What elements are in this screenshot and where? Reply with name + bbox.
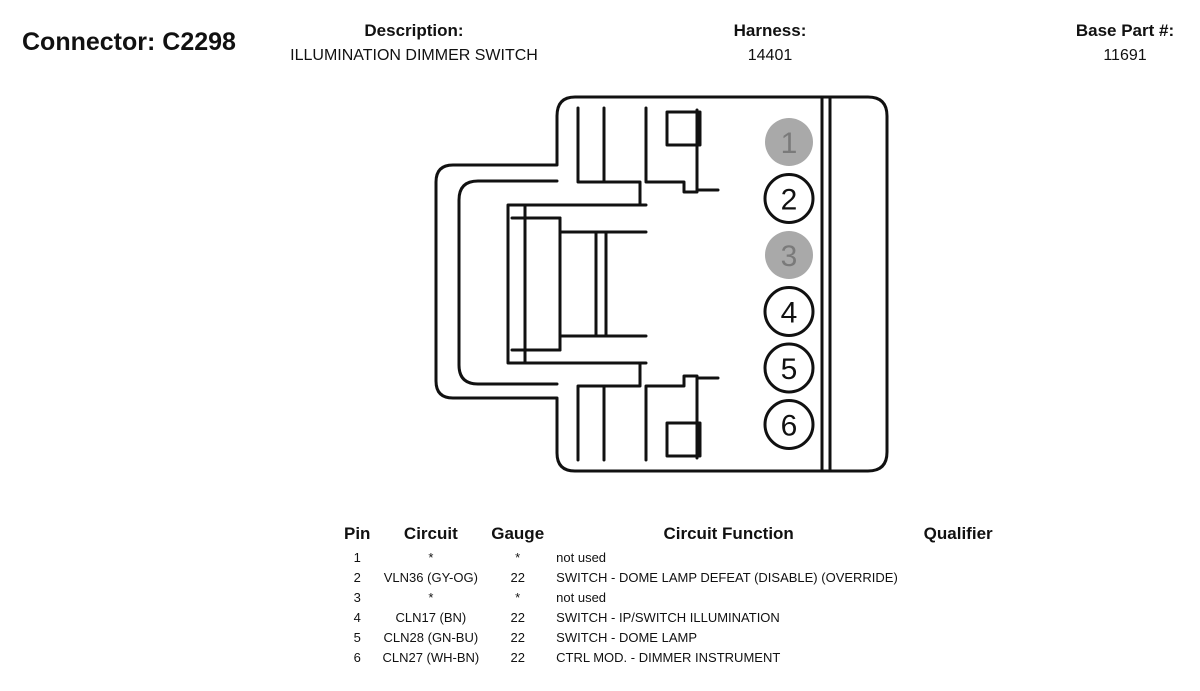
cell-pin: 1 [353,550,361,565]
header-circuit-function: Circuit Function [663,524,794,543]
table-row: 4 CLN17 (BN) 22 SWITCH - IP/SWITCH ILLUM… [338,608,1009,628]
pin-cavity-6 [763,399,815,450]
cell-gauge: * [515,590,521,605]
base-part-label: Base Part #: [1075,21,1175,40]
pinout-table: Pin Circuit Gauge Circuit Function Quali… [338,522,1009,668]
cell-circuit: CLN17 (BN) [395,610,467,625]
table-row: 2 VLN36 (GY-OG) 22 SWITCH - DOME LAMP DE… [338,568,1009,588]
cell-qualifier [907,548,1009,568]
pin-cavities: 1 2 3 4 5 6 [763,118,815,450]
table-row: 5 CLN28 (GN-BU) 22 SWITCH - DOME LAMP [338,628,1009,648]
pin-number-1: 1 [781,127,798,160]
pin-cavity-4 [763,286,815,337]
header-qualifier: Qualifier [923,524,993,543]
cell-function: SWITCH - IP/SWITCH ILLUMINATION [556,610,780,625]
pin-number-3: 3 [781,240,798,273]
cell-qualifier [907,568,1009,588]
cell-function: SWITCH - DOME LAMP [556,630,697,645]
housing-outline [434,95,889,473]
harness-value: 14401 [747,47,793,64]
cell-gauge: * [515,550,521,565]
pin-cavity-5 [763,342,815,394]
cell-function: CTRL MOD. - DIMMER INSTRUMENT [556,650,781,665]
table-row: 6 CLN27 (WH-BN) 22 CTRL MOD. - DIMMER IN… [338,648,1009,668]
pin-cavity-3 [765,231,813,279]
header-gauge: Gauge [491,524,545,543]
cell-function: not used [556,550,607,565]
latch-loop [457,179,559,386]
table-row: 3 * * not used [338,588,1009,608]
base-part-block: Base Part #: 11691 [1060,20,1190,67]
cell-pin: 2 [353,570,361,585]
cell-gauge: 22 [510,630,525,645]
cell-qualifier [907,588,1009,608]
pin-cavity-1 [765,118,813,166]
top-lock-tab [665,110,702,147]
cell-gauge: 22 [510,610,525,625]
table-header-row: Pin Circuit Gauge Circuit Function Quali… [338,522,1009,548]
header-pin: Pin [344,524,371,543]
cell-gauge: 22 [510,570,525,585]
description-label: Description: [364,21,464,40]
cell-circuit: * [428,550,434,565]
cell-pin: 4 [353,610,361,625]
table-row: 1 * * not used [338,548,1009,568]
latch-body [506,203,648,365]
pin-number-6: 6 [781,410,798,443]
cell-circuit: * [428,590,434,605]
cell-circuit: CLN28 (GN-BU) [383,630,479,645]
cell-qualifier [907,628,1009,648]
base-part-value: 11691 [1103,47,1147,64]
harness-block: Harness: 14401 [690,20,850,67]
cell-qualifier [907,608,1009,628]
harness-label: Harness: [733,21,807,40]
cell-function: SWITCH - DOME LAMP DEFEAT (DISABLE) (OVE… [556,570,898,585]
header-circuit: Circuit [403,524,458,543]
pin-number-2: 2 [781,184,798,217]
bottom-lock-tab [665,421,702,458]
cell-gauge: 22 [510,650,525,665]
connector-title: Connector: C2298 [22,28,236,56]
cell-circuit: CLN27 (WH-BN) [382,650,480,665]
pin-number-4: 4 [781,297,798,330]
cell-pin: 6 [353,650,361,665]
description-block: Description: ILLUMINATION DIMMER SWITCH [272,20,556,67]
cell-pin: 3 [353,590,361,605]
cell-circuit: VLN36 (GY-OG) [383,570,478,585]
pin-cavity-2 [763,173,815,224]
pin-number-5: 5 [781,353,798,386]
description-value: ILLUMINATION DIMMER SWITCH [290,47,538,64]
terminal-cavity [576,106,642,462]
cell-function: not used [556,590,607,605]
cell-pin: 5 [353,630,361,645]
cell-qualifier [907,648,1009,668]
